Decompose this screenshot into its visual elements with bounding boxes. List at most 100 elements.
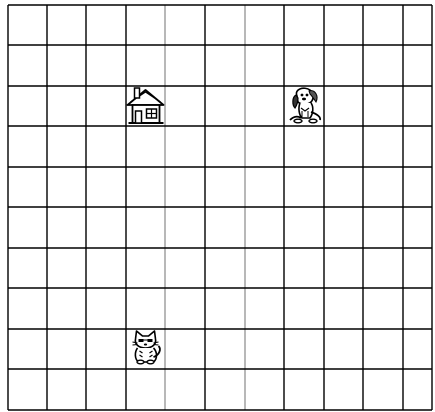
- grid-cell[interactable]: [165, 86, 205, 126]
- grid-cell[interactable]: [8, 207, 47, 248]
- grid-cell[interactable]: [324, 248, 363, 288]
- grid-cell[interactable]: [205, 86, 245, 126]
- grid-cell[interactable]: [86, 167, 126, 207]
- grid-cell[interactable]: [403, 329, 432, 369]
- grid-cell[interactable]: [245, 248, 284, 288]
- grid-cell[interactable]: [165, 329, 205, 369]
- grid-cell[interactable]: [205, 167, 245, 207]
- grid-cell[interactable]: [403, 288, 432, 329]
- grid-cell[interactable]: [324, 5, 363, 45]
- grid-cell[interactable]: [324, 329, 363, 369]
- grid-cell[interactable]: [86, 5, 126, 45]
- grid-cell[interactable]: [165, 288, 205, 329]
- grid-cell[interactable]: [205, 5, 245, 45]
- grid-cell[interactable]: [8, 45, 47, 86]
- grid-cell[interactable]: [245, 207, 284, 248]
- grid-cell[interactable]: [363, 288, 403, 329]
- grid-cell[interactable]: [205, 288, 245, 329]
- grid-cell[interactable]: [363, 5, 403, 45]
- grid-cell[interactable]: [47, 5, 86, 45]
- grid-cell[interactable]: [165, 248, 205, 288]
- grid-cell[interactable]: [363, 45, 403, 86]
- grid-cell[interactable]: [47, 167, 86, 207]
- grid-cell[interactable]: [165, 45, 205, 86]
- grid-cell[interactable]: [126, 288, 165, 329]
- grid-cell[interactable]: [86, 207, 126, 248]
- grid-cell[interactable]: [245, 369, 284, 410]
- grid-cell[interactable]: [403, 369, 432, 410]
- grid-cell[interactable]: [363, 248, 403, 288]
- grid-cell[interactable]: [126, 369, 165, 410]
- grid-cell[interactable]: [86, 369, 126, 410]
- grid-cell[interactable]: [403, 248, 432, 288]
- grid-cell[interactable]: [284, 126, 324, 167]
- grid-cell[interactable]: [47, 45, 86, 86]
- grid-cell[interactable]: [284, 207, 324, 248]
- grid-cell[interactable]: [245, 86, 284, 126]
- grid-cell[interactable]: [324, 207, 363, 248]
- grid-cell[interactable]: [8, 126, 47, 167]
- grid-cell[interactable]: [245, 167, 284, 207]
- grid-cell[interactable]: [8, 86, 47, 126]
- grid-cell[interactable]: [245, 329, 284, 369]
- grid-cell[interactable]: [205, 207, 245, 248]
- grid-cell[interactable]: [8, 288, 47, 329]
- grid-cell[interactable]: [205, 126, 245, 167]
- grid-cell[interactable]: [284, 288, 324, 329]
- grid-cell[interactable]: [126, 207, 165, 248]
- grid-cell[interactable]: [284, 369, 324, 410]
- grid-cell[interactable]: [403, 5, 432, 45]
- grid-cell[interactable]: [47, 126, 86, 167]
- grid-cell[interactable]: [86, 86, 126, 126]
- grid-cell[interactable]: [403, 207, 432, 248]
- grid-cell[interactable]: [324, 86, 363, 126]
- grid-cell[interactable]: [363, 369, 403, 410]
- grid-cell[interactable]: [205, 369, 245, 410]
- grid-cell[interactable]: [47, 207, 86, 248]
- grid-cell[interactable]: [284, 329, 324, 369]
- grid-cell[interactable]: [403, 45, 432, 86]
- grid-cell[interactable]: [86, 45, 126, 86]
- grid-cell[interactable]: [245, 126, 284, 167]
- grid-cell[interactable]: [86, 248, 126, 288]
- grid-cell[interactable]: [126, 126, 165, 167]
- grid-cell[interactable]: [363, 329, 403, 369]
- grid-cell[interactable]: [363, 86, 403, 126]
- grid-cell[interactable]: [284, 45, 324, 86]
- grid-cell[interactable]: [324, 126, 363, 167]
- grid-cell[interactable]: [324, 167, 363, 207]
- grid-cell[interactable]: [8, 329, 47, 369]
- grid-cell[interactable]: [8, 5, 47, 45]
- grid-cell[interactable]: [86, 288, 126, 329]
- grid-cell[interactable]: [47, 86, 86, 126]
- grid-cell[interactable]: [324, 288, 363, 329]
- grid-cell[interactable]: [324, 369, 363, 410]
- grid-cell[interactable]: [86, 126, 126, 167]
- grid-cell[interactable]: [284, 167, 324, 207]
- grid-cell[interactable]: [126, 248, 165, 288]
- grid-cell[interactable]: [8, 167, 47, 207]
- grid-cell[interactable]: [403, 126, 432, 167]
- grid-cell[interactable]: [126, 5, 165, 45]
- grid-cell[interactable]: [47, 329, 86, 369]
- grid-cell[interactable]: [165, 5, 205, 45]
- grid-cell[interactable]: [324, 45, 363, 86]
- grid-cell[interactable]: [126, 45, 165, 86]
- grid-cell[interactable]: [47, 288, 86, 329]
- grid-cell[interactable]: [8, 369, 47, 410]
- grid-cell[interactable]: [126, 167, 165, 207]
- grid-cell[interactable]: [205, 45, 245, 86]
- grid-cell[interactable]: [47, 248, 86, 288]
- grid-cell[interactable]: [284, 5, 324, 45]
- grid-cell[interactable]: [245, 45, 284, 86]
- grid-cell[interactable]: [363, 167, 403, 207]
- grid-cell[interactable]: [165, 167, 205, 207]
- grid-cell[interactable]: [8, 248, 47, 288]
- grid-cell[interactable]: [47, 369, 86, 410]
- grid-cell[interactable]: [165, 126, 205, 167]
- grid-cell[interactable]: [363, 126, 403, 167]
- grid-cell[interactable]: [245, 288, 284, 329]
- grid-cell[interactable]: [245, 5, 284, 45]
- grid-cell[interactable]: [165, 207, 205, 248]
- grid-cell[interactable]: [403, 86, 432, 126]
